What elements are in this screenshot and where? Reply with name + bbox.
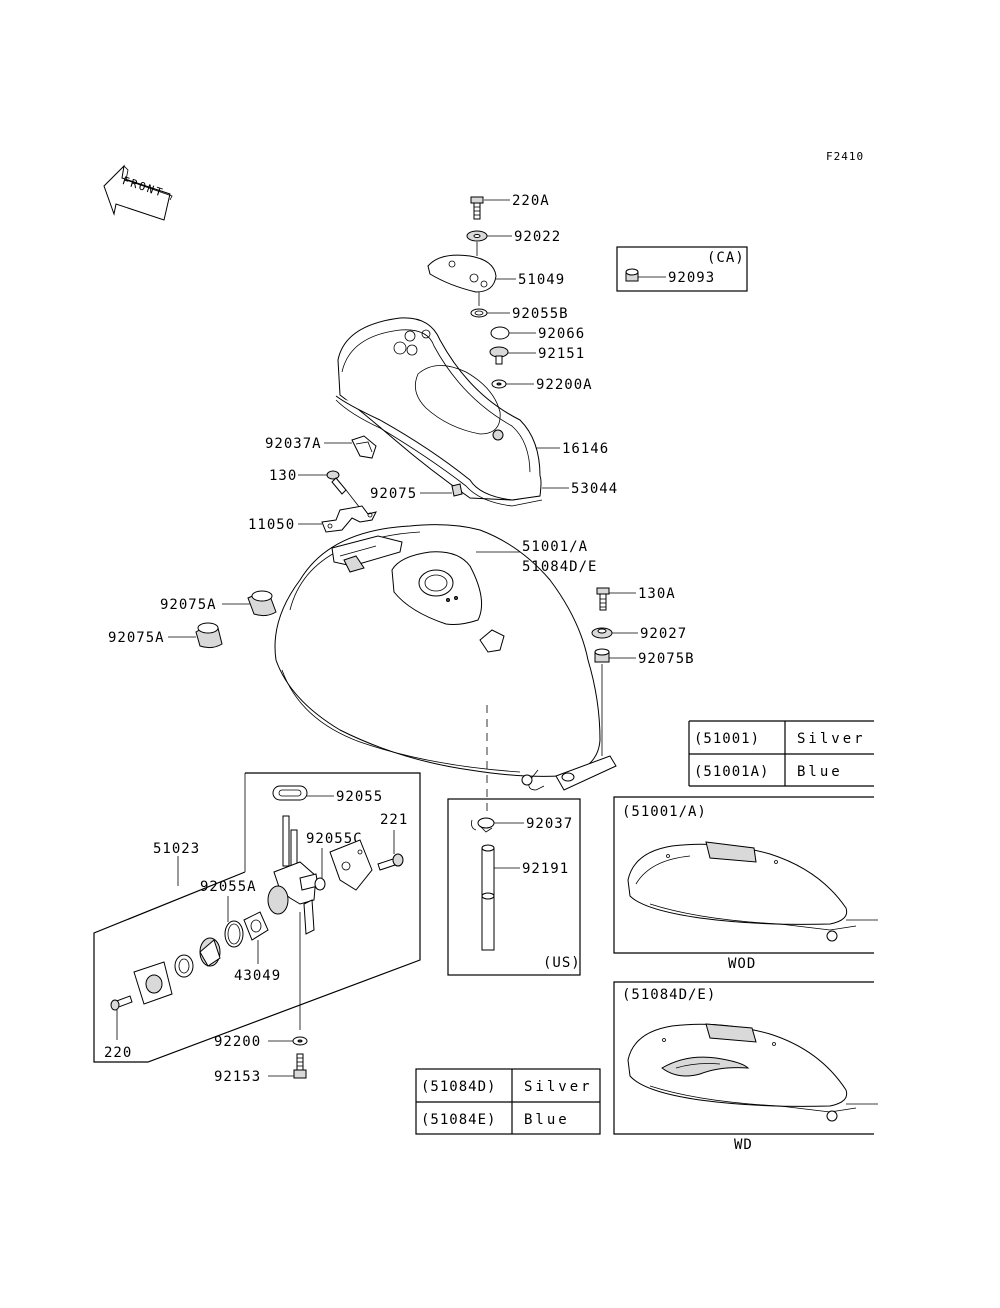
variant-wod-code: (51001/A) [622, 804, 707, 820]
label-220A: 220A [512, 193, 550, 209]
bracket-11050 [321, 505, 377, 533]
label-92055C: 92055C [306, 831, 363, 847]
nut-92093 [625, 268, 639, 282]
bolt-220A [470, 196, 484, 220]
label-51023: 51023 [153, 841, 200, 857]
label-92055A: 92055A [200, 879, 257, 895]
cushion-92075 [451, 483, 463, 497]
color-table-1-color-0: Silver [797, 731, 866, 747]
washer-92022 [466, 230, 488, 242]
ca-region-label: (CA) [707, 250, 745, 266]
variant-wd-caption: WD [734, 1137, 753, 1153]
label-92022: 92022 [514, 229, 561, 245]
gasket-53044 [335, 395, 543, 507]
label-92075: 92075 [370, 486, 417, 502]
label-220: 220 [104, 1045, 132, 1061]
label-92075A-2: 92075A [108, 630, 165, 646]
clamp-92037 [471, 817, 495, 833]
screw-221 [377, 853, 404, 871]
tank-cover-16146 [337, 317, 541, 501]
washer-92200A [491, 379, 507, 389]
ca-box: (CA) 92093 [616, 246, 748, 292]
bolt-92153 [293, 1053, 307, 1079]
gasket-92055 [272, 785, 308, 801]
us-region-label: (US) [543, 955, 581, 971]
oring-92055A [224, 920, 244, 948]
color-table-51001: (51001) Silver (51001A) Blue [688, 720, 874, 787]
cover-plate [329, 839, 373, 891]
front-arrow-icon: FRONT [103, 164, 173, 221]
clip-92037A [351, 435, 377, 459]
lever-knob [174, 937, 221, 978]
color-table-2-color-1: Blue [524, 1112, 570, 1128]
label-53044: 53044 [571, 481, 618, 497]
label-92066: 92066 [538, 326, 585, 342]
color-table-1-code-1: (51001A) [694, 764, 769, 780]
label-43049: 43049 [234, 968, 281, 984]
figure-code: F2410 [826, 150, 864, 163]
cover-51049 [427, 254, 497, 293]
screw-220 [110, 995, 133, 1011]
label-130A: 130A [638, 586, 676, 602]
gasket-43049 [243, 911, 269, 941]
lever-plate [133, 961, 173, 1005]
label-92200A: 92200A [536, 377, 593, 393]
color-table-2-color-0: Silver [524, 1079, 593, 1095]
cap-92066 [490, 326, 510, 340]
fuel-tank-51001A [274, 524, 617, 791]
petcock-assembly-box [93, 772, 421, 1063]
label-51049: 51049 [518, 272, 565, 288]
label-221: 221 [380, 812, 408, 828]
damper-92075B [594, 648, 610, 663]
label-92055: 92055 [336, 789, 383, 805]
oring-92055C [314, 877, 326, 891]
label-16146: 16146 [562, 441, 609, 457]
label-92191: 92191 [522, 861, 569, 877]
label-92075A-1: 92075A [160, 597, 217, 613]
label-51001A: 51001/A [522, 539, 588, 555]
color-table-51084: (51084D) Silver (51084E) Blue [415, 1068, 601, 1135]
color-table-1-code-0: (51001) [694, 731, 760, 747]
oring-92055B [470, 308, 488, 318]
label-92075B: 92075B [638, 651, 695, 667]
label-51084DE: 51084D/E [522, 559, 597, 575]
bolt-130A [596, 587, 610, 611]
washer-92200 [292, 1036, 308, 1046]
cushion-92075A-1 [247, 590, 277, 617]
label-92153: 92153 [214, 1069, 261, 1085]
color-table-2-code-1: (51084E) [421, 1112, 496, 1128]
label-92037A: 92037A [265, 436, 322, 452]
label-92037: 92037 [526, 816, 573, 832]
variant-wod-box: (51001/A) [613, 796, 878, 954]
label-92027: 92027 [640, 626, 687, 642]
variant-wd-code: (51084D/E) [622, 987, 716, 1003]
label-130: 130 [269, 468, 297, 484]
label-92200: 92200 [214, 1034, 261, 1050]
cushion-92075A-2 [195, 622, 223, 649]
fuel-hose-92191 [481, 844, 495, 951]
label-92151: 92151 [538, 346, 585, 362]
color-table-1-color-1: Blue [797, 764, 843, 780]
variant-wd-box: (51084D/E) [613, 981, 878, 1135]
collar-92027 [591, 627, 613, 639]
color-table-2-code-0: (51084D) [421, 1079, 496, 1095]
grommet-92151 [489, 346, 509, 365]
label-92093: 92093 [668, 270, 715, 286]
us-box: (US) [447, 798, 581, 976]
label-92055B: 92055B [512, 306, 569, 322]
label-11050: 11050 [248, 517, 295, 533]
bolt-130 [326, 470, 347, 495]
variant-wod-caption: WOD [728, 956, 756, 972]
